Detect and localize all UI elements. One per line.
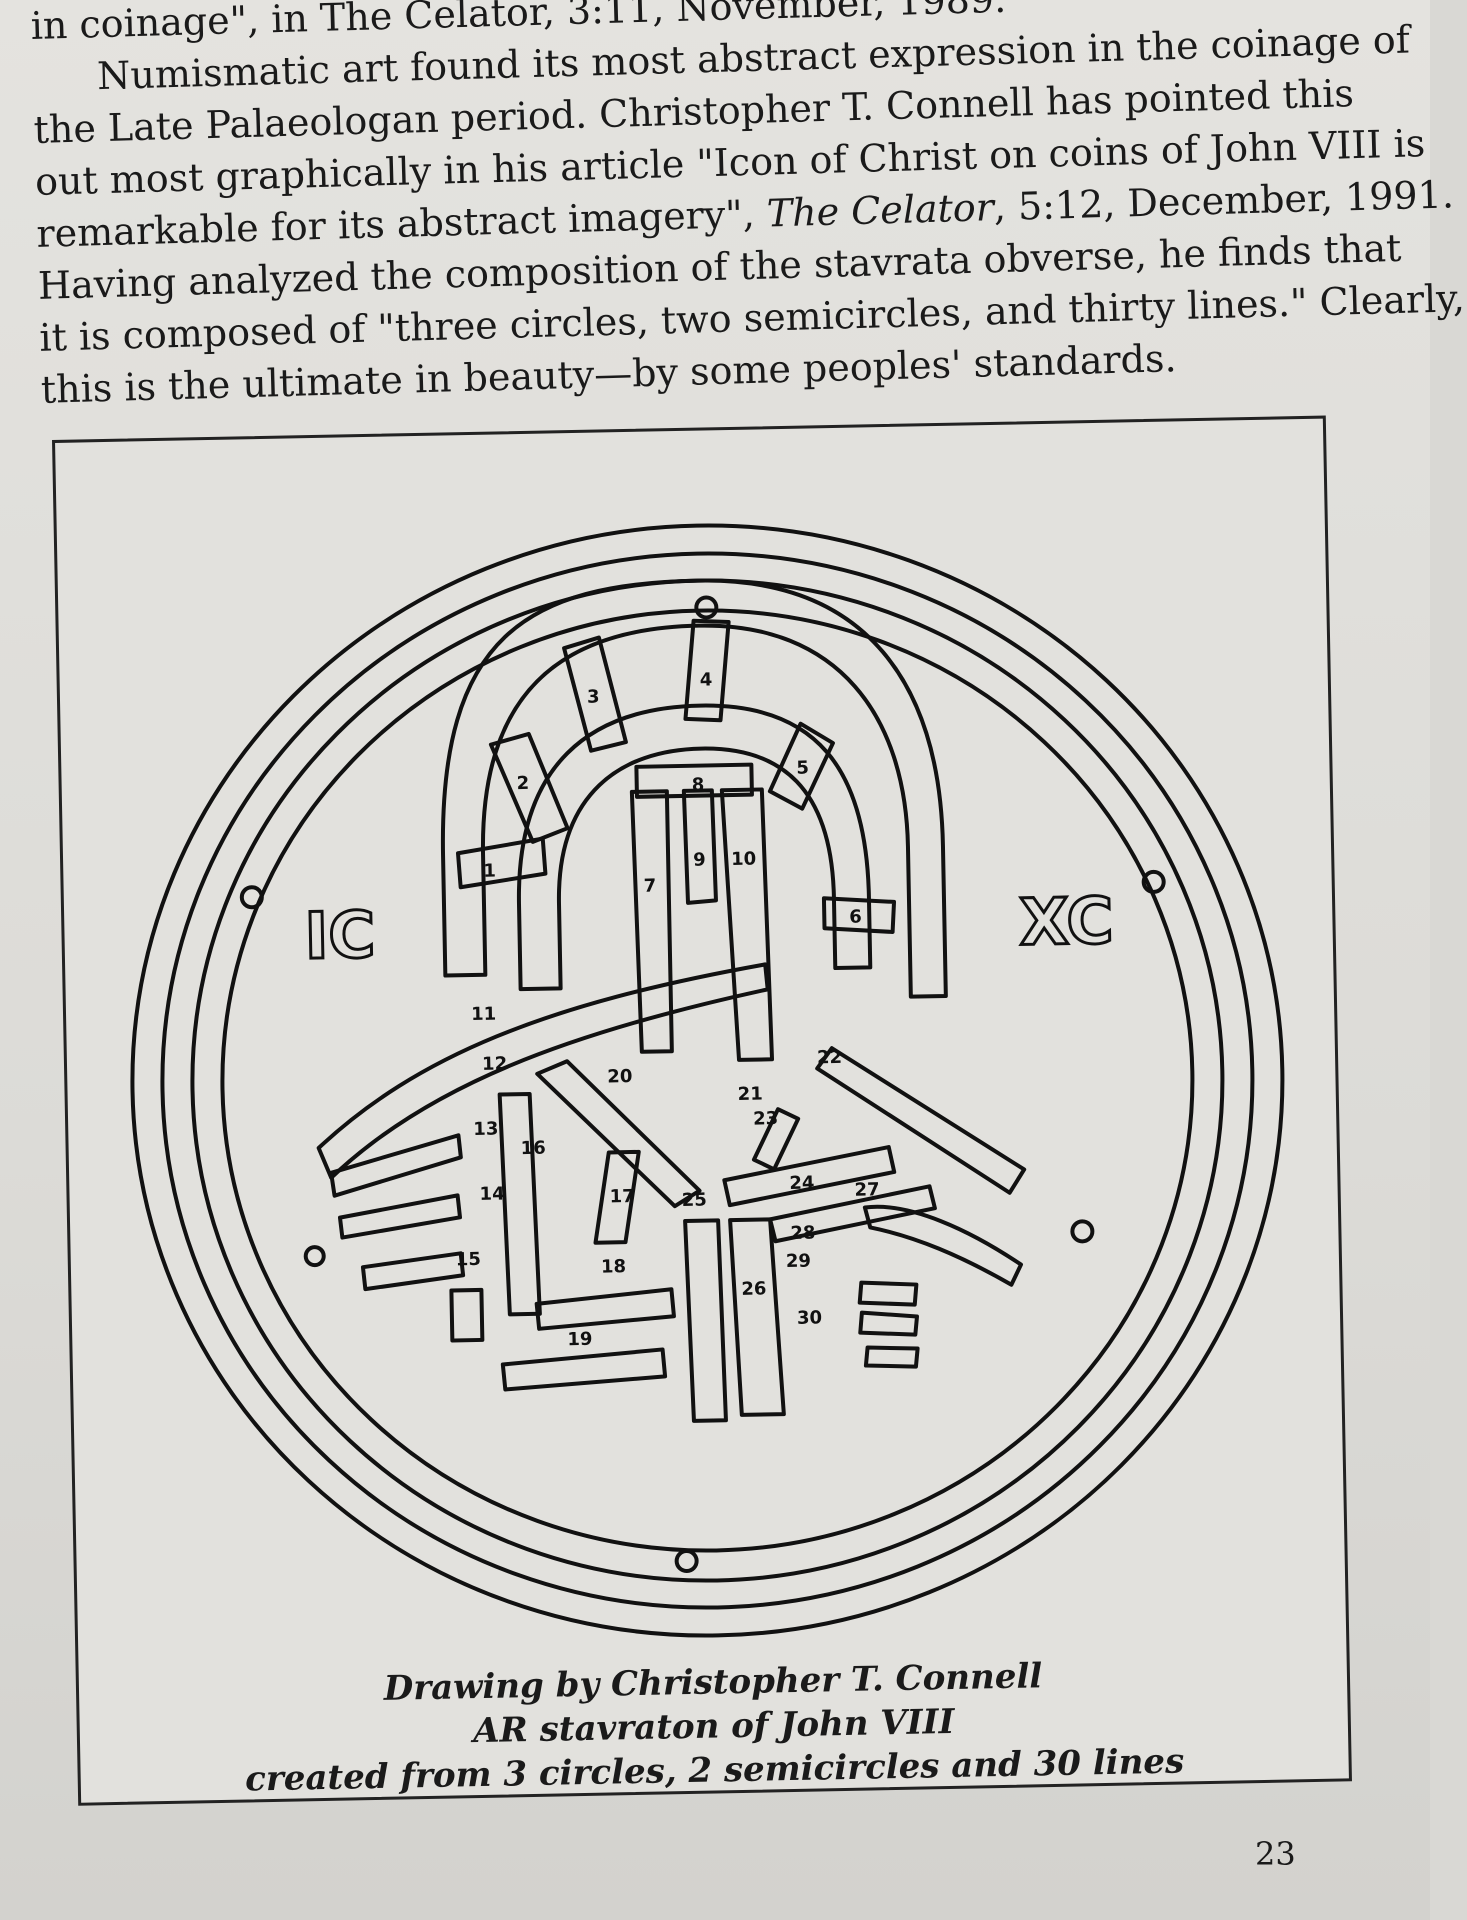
- ray-1: [456, 836, 548, 890]
- line-26: [728, 1217, 786, 1417]
- line-25: [683, 1218, 728, 1423]
- line-number-14: 14: [479, 1183, 504, 1204]
- inner-ring-outer: [190, 578, 1225, 1583]
- journal-title: The Celator: [766, 185, 995, 236]
- line-13: [337, 1193, 462, 1240]
- ray-6: [821, 896, 897, 934]
- line-16: [497, 1091, 542, 1317]
- line-30: [863, 1345, 920, 1369]
- text-line-4c: , 5:12, December, 1991.: [993, 172, 1455, 230]
- line-7: [629, 789, 674, 1054]
- ray-3: [562, 635, 628, 753]
- line-11: [316, 962, 770, 1180]
- figure-caption: Drawing by Christopher T. Connell AR sta…: [79, 1648, 1349, 1804]
- line-23: [722, 1145, 897, 1208]
- line-9: [681, 788, 718, 905]
- line-number-5: 5: [796, 758, 809, 779]
- line-number-4: 4: [700, 669, 713, 690]
- line-number-27: 27: [854, 1179, 879, 1200]
- line-number-30: 30: [797, 1307, 822, 1328]
- outer-circle: [130, 523, 1285, 1638]
- xc-letters: XC: [1019, 885, 1114, 961]
- ray-5: [767, 721, 835, 811]
- line-number-9: 9: [693, 850, 706, 871]
- page-number: 23: [1255, 1835, 1296, 1873]
- line-27: [862, 1204, 1024, 1287]
- line-number-22: 22: [817, 1047, 842, 1068]
- ic-letters: IC: [304, 899, 376, 974]
- line-29: [858, 1310, 919, 1337]
- line-28: [857, 1280, 919, 1307]
- line-number-21: 21: [737, 1083, 762, 1104]
- ring-loop-lower-right: [1070, 1219, 1095, 1244]
- body-text: in coinage", in The Celator, 3:11, Novem…: [30, 0, 1465, 416]
- line-number-28: 28: [790, 1222, 815, 1243]
- line-19: [500, 1347, 668, 1392]
- line-number-24: 24: [789, 1173, 814, 1194]
- middle-circle: [160, 551, 1255, 1610]
- line-number-1: 1: [483, 861, 496, 882]
- line-22: [815, 1046, 1027, 1195]
- line-number-2: 2: [516, 773, 529, 794]
- line-number-23: 23: [753, 1108, 778, 1129]
- line-number-7: 7: [643, 875, 656, 896]
- line-12: [329, 1133, 463, 1198]
- line-24: [768, 1184, 937, 1244]
- ring-loop-left: [239, 885, 264, 910]
- ray-2: [488, 731, 570, 844]
- nimbus-outer: [441, 578, 948, 999]
- line-number-11: 11: [471, 1004, 496, 1025]
- ring-loop-bottom: [674, 1549, 699, 1574]
- line-number-25: 25: [682, 1190, 707, 1211]
- line-15: [449, 1287, 485, 1343]
- line-17: [593, 1149, 641, 1245]
- line-number-17: 17: [609, 1186, 634, 1207]
- line-20: [535, 1059, 702, 1209]
- line-14: [360, 1251, 466, 1292]
- line-number-13: 13: [473, 1119, 498, 1140]
- line-number-3: 3: [587, 687, 600, 708]
- coin-drawing: IC XC 1 2 3 4 5 6 7 8 9 10 11 12 13 14 1…: [130, 523, 1285, 1638]
- line-number-12: 12: [482, 1053, 507, 1074]
- line-8: [634, 762, 754, 799]
- line-number-labels: 1 2 3 4 5 6 7 8 9 10 11 12 13 14 15 16 1…: [456, 669, 880, 1350]
- line-10: [719, 787, 775, 1062]
- inner-circle: [220, 608, 1195, 1553]
- line-number-15: 15: [456, 1249, 481, 1270]
- line-number-6: 6: [849, 907, 862, 928]
- ring-loop-top: [694, 595, 719, 620]
- line-18: [534, 1287, 676, 1331]
- line-number-10: 10: [731, 849, 756, 870]
- line-number-20: 20: [607, 1066, 632, 1087]
- ray-4: [683, 618, 731, 723]
- coin-figure: IC XC 1 2 3 4 5 6 7 8 9 10 11 12 13 14 1…: [52, 415, 1352, 1806]
- line-number-19: 19: [567, 1329, 592, 1350]
- line-number-8: 8: [692, 775, 705, 796]
- ring-loop-lower-left: [303, 1245, 326, 1268]
- line-number-16: 16: [520, 1138, 545, 1159]
- ring-loop-right: [1141, 869, 1166, 894]
- line-number-18: 18: [601, 1256, 626, 1277]
- line-number-26: 26: [741, 1278, 766, 1299]
- line-number-29: 29: [786, 1251, 811, 1272]
- head-outer: [516, 703, 873, 992]
